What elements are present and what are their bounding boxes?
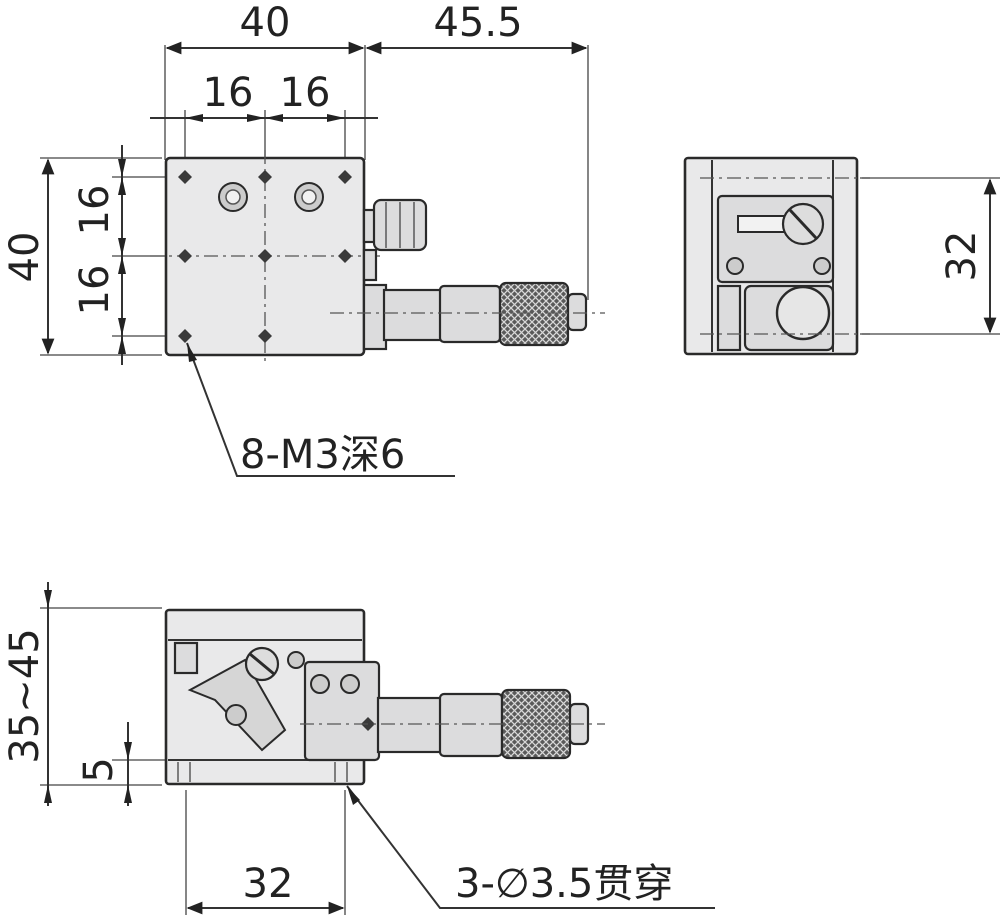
dim-top-width: 40	[240, 0, 291, 46]
dim-height-lower: 16	[72, 265, 118, 316]
dim-top-reach: 45.5	[433, 0, 522, 46]
leader-through-holes	[346, 785, 715, 909]
dim-height-total: 40	[2, 232, 48, 283]
dim-side-height: 32	[939, 231, 985, 282]
note-through-holes: 3-∅3.5贯穿	[455, 861, 673, 907]
front-view: 35~45 5 32	[2, 582, 715, 915]
dim-base-width: 32	[243, 861, 294, 907]
dim-half-width-left: 16	[203, 70, 254, 116]
micrometer-end-circle	[775, 285, 831, 341]
knurled-thimble	[498, 281, 570, 347]
tapped-hole-markers	[178, 170, 352, 343]
micrometer-head	[330, 281, 605, 351]
note-tapped-holes: 8-M3深6	[240, 432, 405, 478]
dim-half-width-right: 16	[280, 70, 331, 116]
dim-front-height: 35~45	[2, 628, 48, 763]
top-view: 40 45.5 16 16 40 16 16	[2, 0, 605, 478]
side-view: 32	[683, 156, 1000, 356]
leader-tapped-holes	[186, 342, 455, 477]
dim-height-upper: 16	[72, 185, 118, 236]
dim-base-thickness: 5	[76, 757, 122, 782]
